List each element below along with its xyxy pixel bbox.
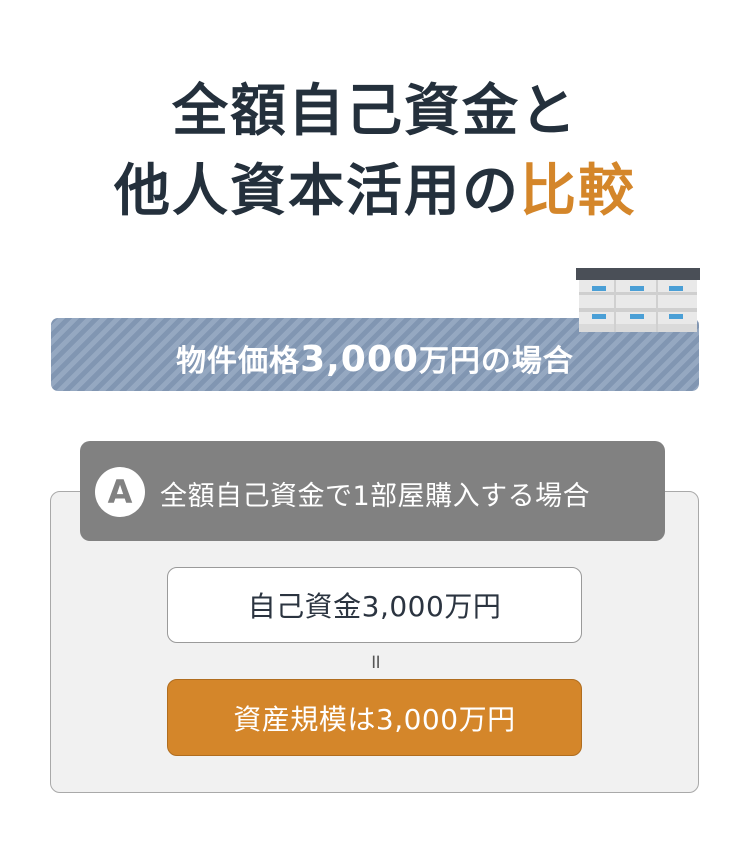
asset-scale-box: 資産規模は3,000万円 xyxy=(167,679,582,756)
page-title-line-2: 他人資本活用の比較 xyxy=(0,164,750,220)
banner-suffix: 万円の場合 xyxy=(418,344,574,379)
scenario-a-heading: 全額自己資金で1部屋購入する場合 xyxy=(160,481,591,512)
page-title-line-1: 全額自己資金と xyxy=(172,79,578,144)
banner-amount: 3,000 xyxy=(300,339,419,380)
own-funds-text: 自己資金3,000万円 xyxy=(247,590,502,623)
title-main-text: 他人資本活用の xyxy=(114,159,520,224)
scenario-a-header: A 全額自己資金で1部屋購入する場合 xyxy=(80,441,665,541)
own-funds-box: 自己資金3,000万円 xyxy=(167,567,582,643)
banner-text: 物件価格3,000万円の場合 xyxy=(51,336,699,380)
equals-sign: ॥ xyxy=(369,649,381,673)
banner-prefix: 物件価格 xyxy=(176,344,301,379)
scenario-a-badge: A xyxy=(95,467,145,517)
asset-scale-text: 資産規模は3,000万円 xyxy=(233,702,516,736)
title-accent-text: 比較 xyxy=(520,159,636,224)
apartment-building-icon xyxy=(576,268,700,332)
